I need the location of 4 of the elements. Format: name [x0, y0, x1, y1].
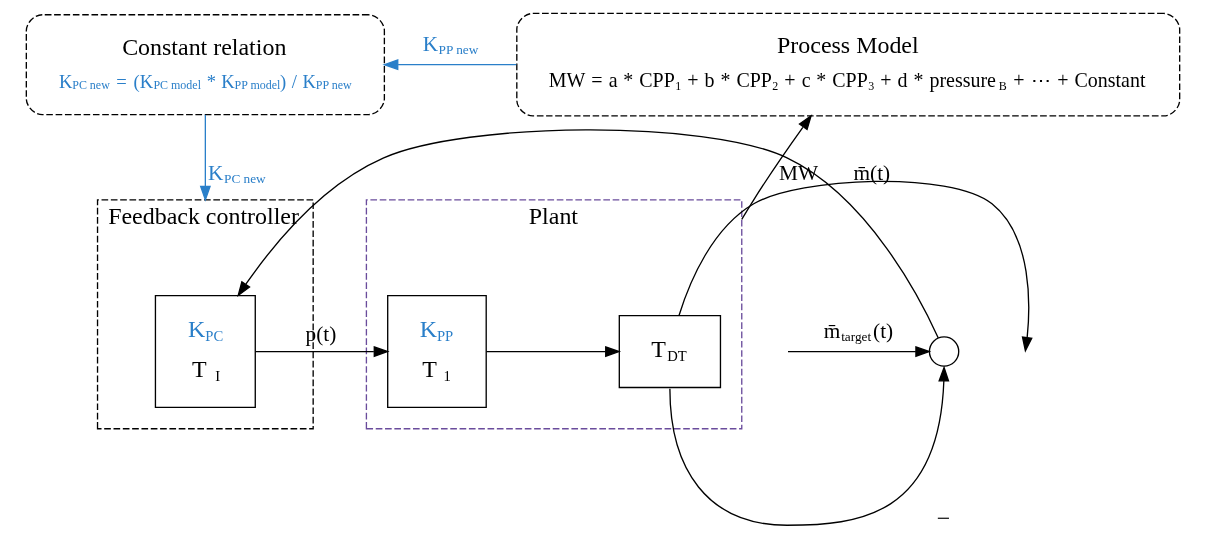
edge-label: MW: [779, 160, 819, 185]
edge-label: m̄(t): [853, 160, 891, 185]
edge-label: p(t): [305, 321, 337, 346]
label: −: [936, 505, 951, 532]
